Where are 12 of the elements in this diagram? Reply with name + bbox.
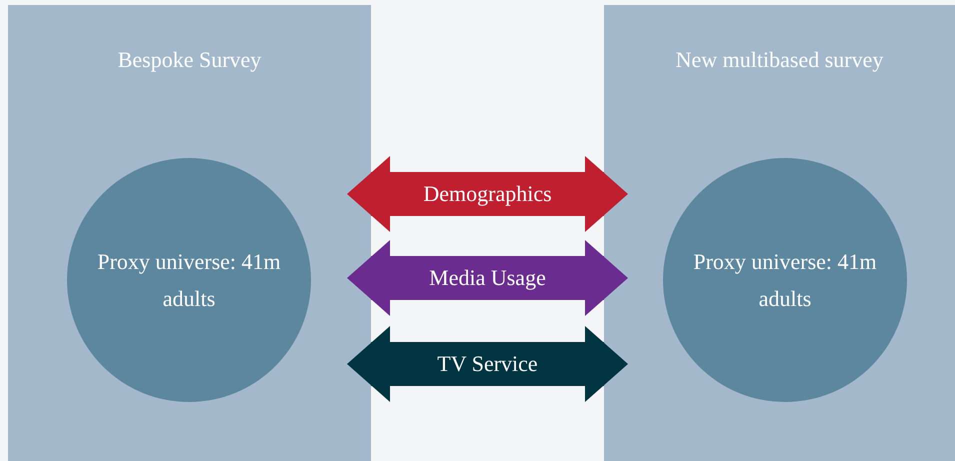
- circle-text: Proxy universe: 41m adults: [692, 248, 878, 313]
- edge-label: Demographics: [423, 181, 552, 207]
- panel-title: New multibased survey: [674, 46, 884, 74]
- panel-title: Bespoke Survey: [116, 46, 262, 74]
- survey-panel: [604, 5, 955, 461]
- edge-label: Media Usage: [429, 265, 546, 291]
- edge-label: TV Service: [437, 351, 538, 377]
- double-arrow: [347, 156, 628, 232]
- double-arrow: [347, 326, 628, 402]
- circle-text: Proxy universe: 41m adults: [96, 248, 282, 313]
- survey-panel: [8, 5, 371, 461]
- double-arrow: [347, 240, 628, 316]
